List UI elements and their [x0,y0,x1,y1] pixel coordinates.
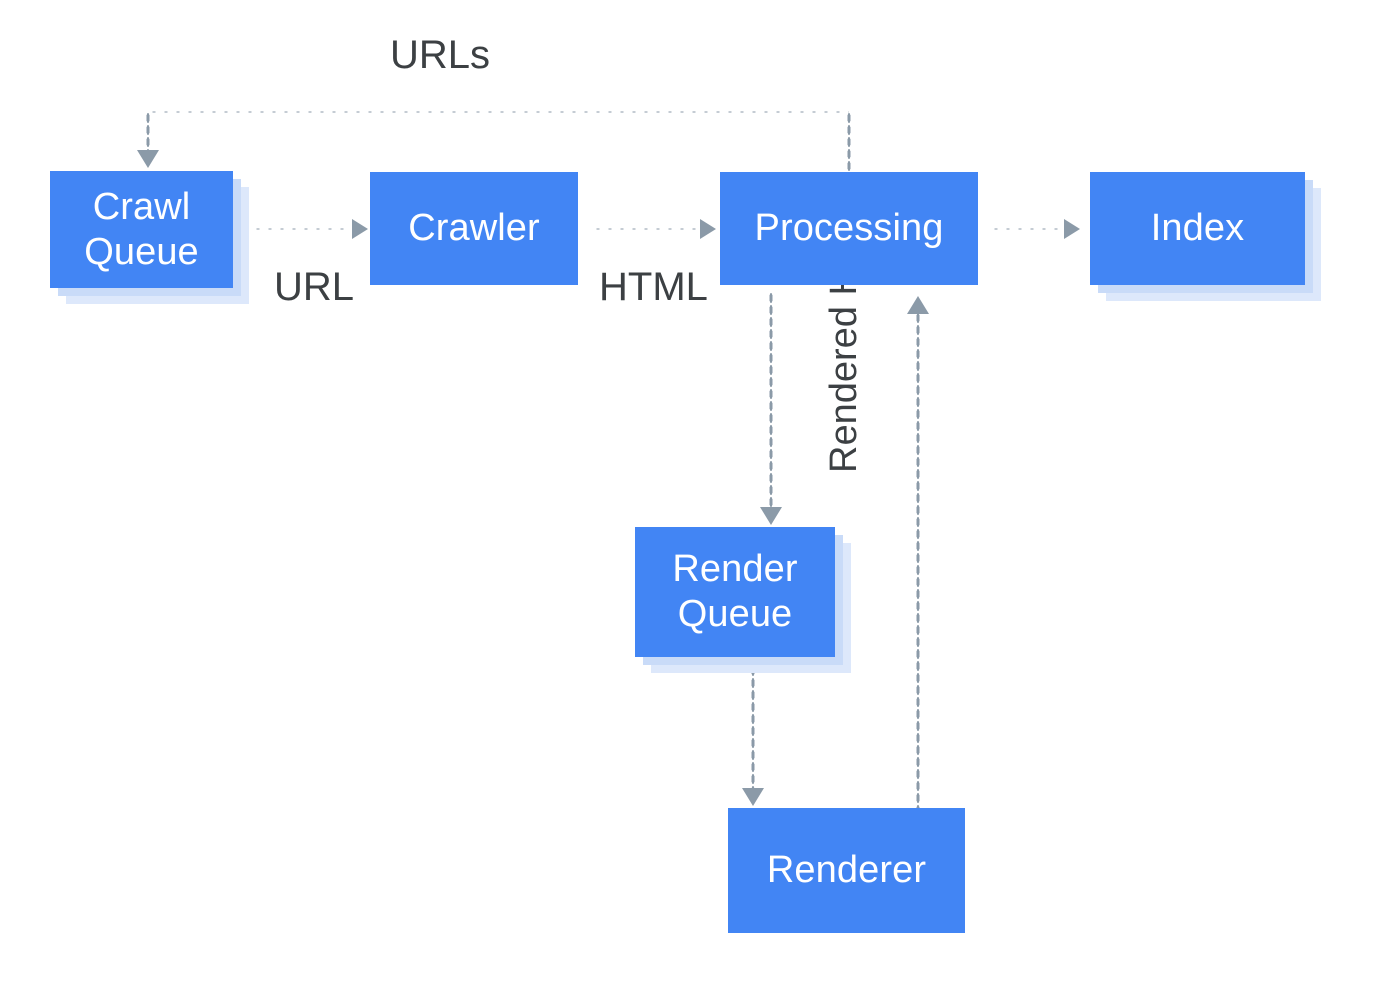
edge-label-url: URL [274,265,355,309]
edge-urls-arrowhead [137,150,159,168]
edge-label-urls: URLs [390,33,491,77]
edge-processing-render-queue-segment [769,292,773,510]
edge-urls-segment-up [847,112,851,174]
node-renderer-label: Renderer [728,808,965,933]
edge-render-queue-renderer-arrowhead [742,788,764,806]
node-crawler-label: Crawler [370,172,578,285]
node-processing[interactable]: Processing [720,172,978,285]
edge-urls-segment-across [148,110,849,114]
edge-html-arrowhead [700,219,716,239]
edge-label-html: HTML [599,265,708,309]
node-render-queue[interactable]: Render Queue [635,527,851,673]
edge-html-segment [592,227,702,231]
edge-processing-index-arrowhead [1064,219,1080,239]
node-crawl-queue-label: Crawl Queue [50,171,233,288]
node-processing-label: Processing [720,172,978,285]
node-crawler[interactable]: Crawler [370,172,578,285]
node-renderer[interactable]: Renderer [728,808,965,933]
edge-rendered-html-arrowhead [907,296,929,314]
edge-processing-index-segment [990,227,1067,231]
node-crawl-queue[interactable]: Crawl Queue [50,171,249,304]
edge-url-arrowhead [352,219,368,239]
edge-render-queue-renderer-segment [751,665,755,790]
node-index[interactable]: Index [1090,172,1321,301]
node-index-label: Index [1090,172,1305,285]
edge-rendered-html-segment [916,312,920,810]
node-render-queue-label: Render Queue [635,527,835,657]
edge-urls-segment-down [146,112,150,154]
edge-url-segment [252,227,354,231]
edge-processing-render-queue-arrowhead [760,507,782,525]
